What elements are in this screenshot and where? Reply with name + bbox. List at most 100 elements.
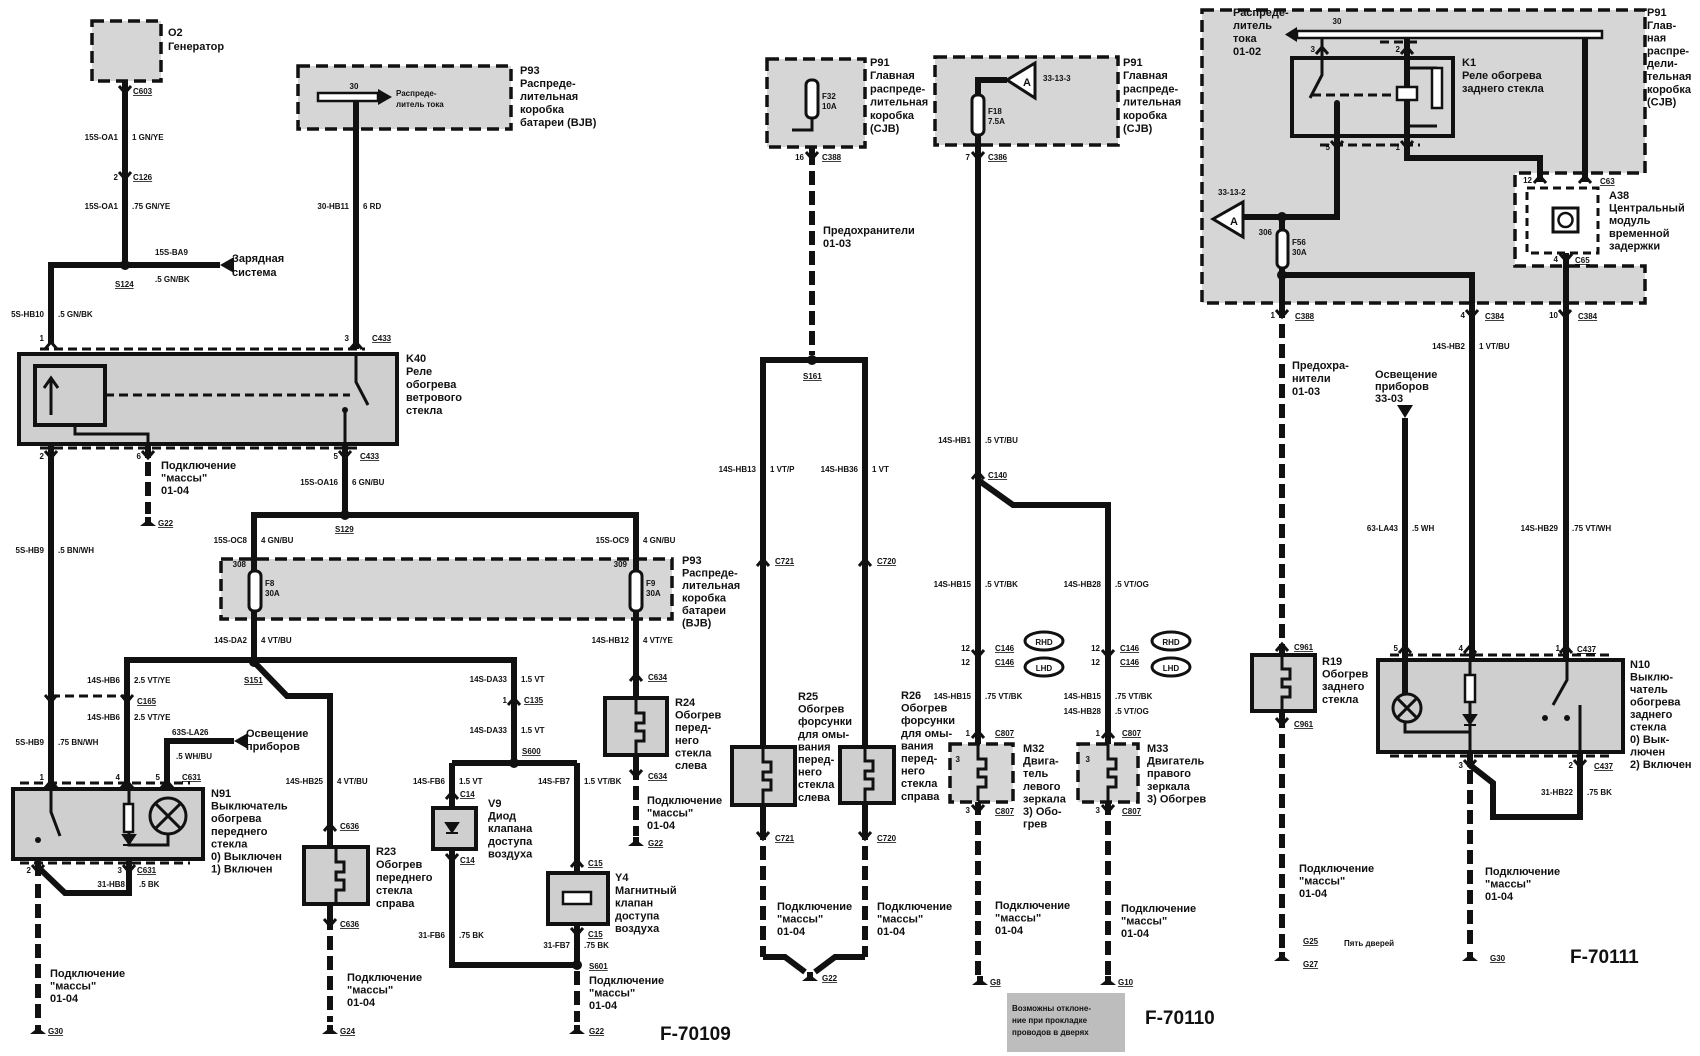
pin-number: 5 (156, 773, 161, 782)
label-refs-lighting_r-1: приборов (1375, 381, 1429, 393)
pin-number: 1 (1271, 311, 1276, 320)
label-components-R26-0: R26 (901, 690, 921, 702)
connector-chevron-icon (804, 151, 820, 162)
connector-chevron-icon (1399, 44, 1415, 55)
connector-chevron-icon (1462, 759, 1478, 770)
splice-junction (120, 260, 130, 270)
connector-chevron-icon (970, 649, 986, 660)
label-components-R23-4: справа (376, 898, 415, 910)
fuse-rating: 30A (646, 589, 661, 598)
wire-code: 5S-HB9 (16, 546, 45, 555)
connector-label: C165 (137, 697, 157, 706)
splice-junction (807, 355, 817, 365)
sheet-code: F-70110 (1145, 1008, 1215, 1029)
connector-label: C721 (775, 557, 795, 566)
connector-label: S129 (335, 525, 354, 534)
connector-chevron-icon (43, 339, 59, 350)
ground-icon (1274, 952, 1290, 961)
pin-number: 306 (1259, 228, 1273, 237)
wire-code: 14S-DA33 (470, 675, 508, 684)
connector-chevron-icon (1577, 173, 1593, 184)
connector-label: G8 (990, 978, 1001, 987)
wire-color: .5 BK (139, 880, 160, 889)
label-refs-bus_pin: 30 (1333, 17, 1342, 26)
label-refs-fuses_r-2: 01-03 (1292, 386, 1320, 398)
heater-element-icon (634, 698, 646, 755)
label-refs-a_ref_mid: 33-13-3 (1043, 74, 1071, 83)
splice-junction (1277, 270, 1287, 280)
r26-heater-box (838, 745, 896, 805)
splice-junction (249, 657, 259, 667)
label-components-Y4-1: Магнитный (615, 885, 677, 897)
label-refs-charging-1: система (232, 267, 277, 279)
label-components-V9-4: воздуха (488, 848, 533, 860)
ground-icon (1100, 976, 1116, 985)
label-refs-note-0: Возможны отклоне- (1012, 1004, 1091, 1013)
wire-color: .5 VT/OG (1115, 707, 1149, 716)
connector-chevron-icon (755, 831, 771, 842)
connector-chevron-icon (569, 927, 585, 938)
fuse-icon (247, 569, 263, 613)
label-components-R25-1: Обогрев (798, 704, 844, 716)
ground-reference-label: "массы" (347, 985, 393, 997)
label-refs-distributor-0: Распреде- (1233, 7, 1289, 19)
pin-number: 2 (27, 866, 32, 875)
label-components-P91b-3: лительная (1123, 97, 1181, 109)
pin-number: 4 (116, 773, 121, 782)
ground-reference-label: Подключение (347, 972, 422, 984)
label-components-K40-1: Реле (406, 366, 432, 378)
connector-label: C15 (588, 930, 603, 939)
pin-number: 1 (966, 729, 971, 738)
sheet-code: F-70111 (1570, 947, 1639, 968)
ref-a-triangle-icon (1004, 60, 1037, 101)
connector-label: C721 (775, 834, 795, 843)
connector-label: C146 (1120, 644, 1140, 653)
label-components-P91c-7: (CJB) (1647, 97, 1677, 109)
pin-number: 2 (1569, 761, 1574, 770)
label-components-M32-1: Двига- (1023, 756, 1059, 768)
label-components-K40-3: ветрового (406, 392, 462, 404)
pin-number: 3 (1311, 45, 1316, 54)
label-components-R25-6: него (798, 767, 822, 779)
connector-label: C384 (1578, 312, 1598, 321)
connector-label: G24 (340, 1027, 356, 1036)
label-components-A38-3: временной (1609, 228, 1669, 240)
connector-label: C636 (340, 920, 360, 929)
label-refs-rhd: RHD (1035, 638, 1053, 647)
label-refs-note-2: проводов в дверях (1012, 1028, 1089, 1037)
connector-label: C15 (588, 859, 603, 868)
connector-chevron-icon (1572, 759, 1588, 770)
connector-chevron-icon (755, 556, 771, 567)
ground-reference-label: Подключение (589, 975, 664, 987)
label-refs-fuses_r-0: Предохра- (1292, 360, 1349, 372)
connector-label: C433 (372, 334, 392, 343)
label-components-N10-8: 2) Включен (1630, 759, 1692, 771)
relay-coil-icon (1395, 85, 1419, 102)
label-refs-distributor-3: 01-02 (1233, 46, 1261, 58)
connector-chevron-icon (1557, 309, 1573, 320)
wire-code: 63-LA43 (1367, 524, 1399, 533)
ground-reference-label: 01-04 (50, 993, 79, 1005)
fuse-label: F32 (822, 92, 836, 101)
splice-junction (572, 960, 582, 970)
label-refs-charging-0: Зарядная (232, 253, 284, 265)
label-components-Y4-0: Y4 (615, 872, 629, 884)
splice-junction (509, 758, 519, 768)
ground-reference-label: 01-04 (777, 926, 806, 938)
wire-internal (354, 354, 370, 406)
wire-code: 5S-HB10 (11, 310, 44, 319)
wire-color: 1 VT (872, 465, 889, 474)
connector-label: G25 (1303, 937, 1319, 946)
ground-reference-label: "массы" (995, 913, 1041, 925)
wire-color: 4 VT/BU (261, 636, 292, 645)
connector-label: G22 (589, 1027, 605, 1036)
label-components-N10-2: чатель (1630, 684, 1668, 696)
wire-code: 14S-HB25 (286, 777, 324, 786)
label-components-R25-4: вания (798, 741, 831, 753)
connector-chevron-icon (1274, 641, 1290, 652)
label-components-R24-5: слева (675, 760, 708, 772)
pin-number: 12 (961, 658, 970, 667)
label-components-P91b-5: (CJB) (1123, 123, 1153, 135)
wire (48, 262, 220, 344)
ref-a-triangle-icon (1210, 199, 1245, 240)
